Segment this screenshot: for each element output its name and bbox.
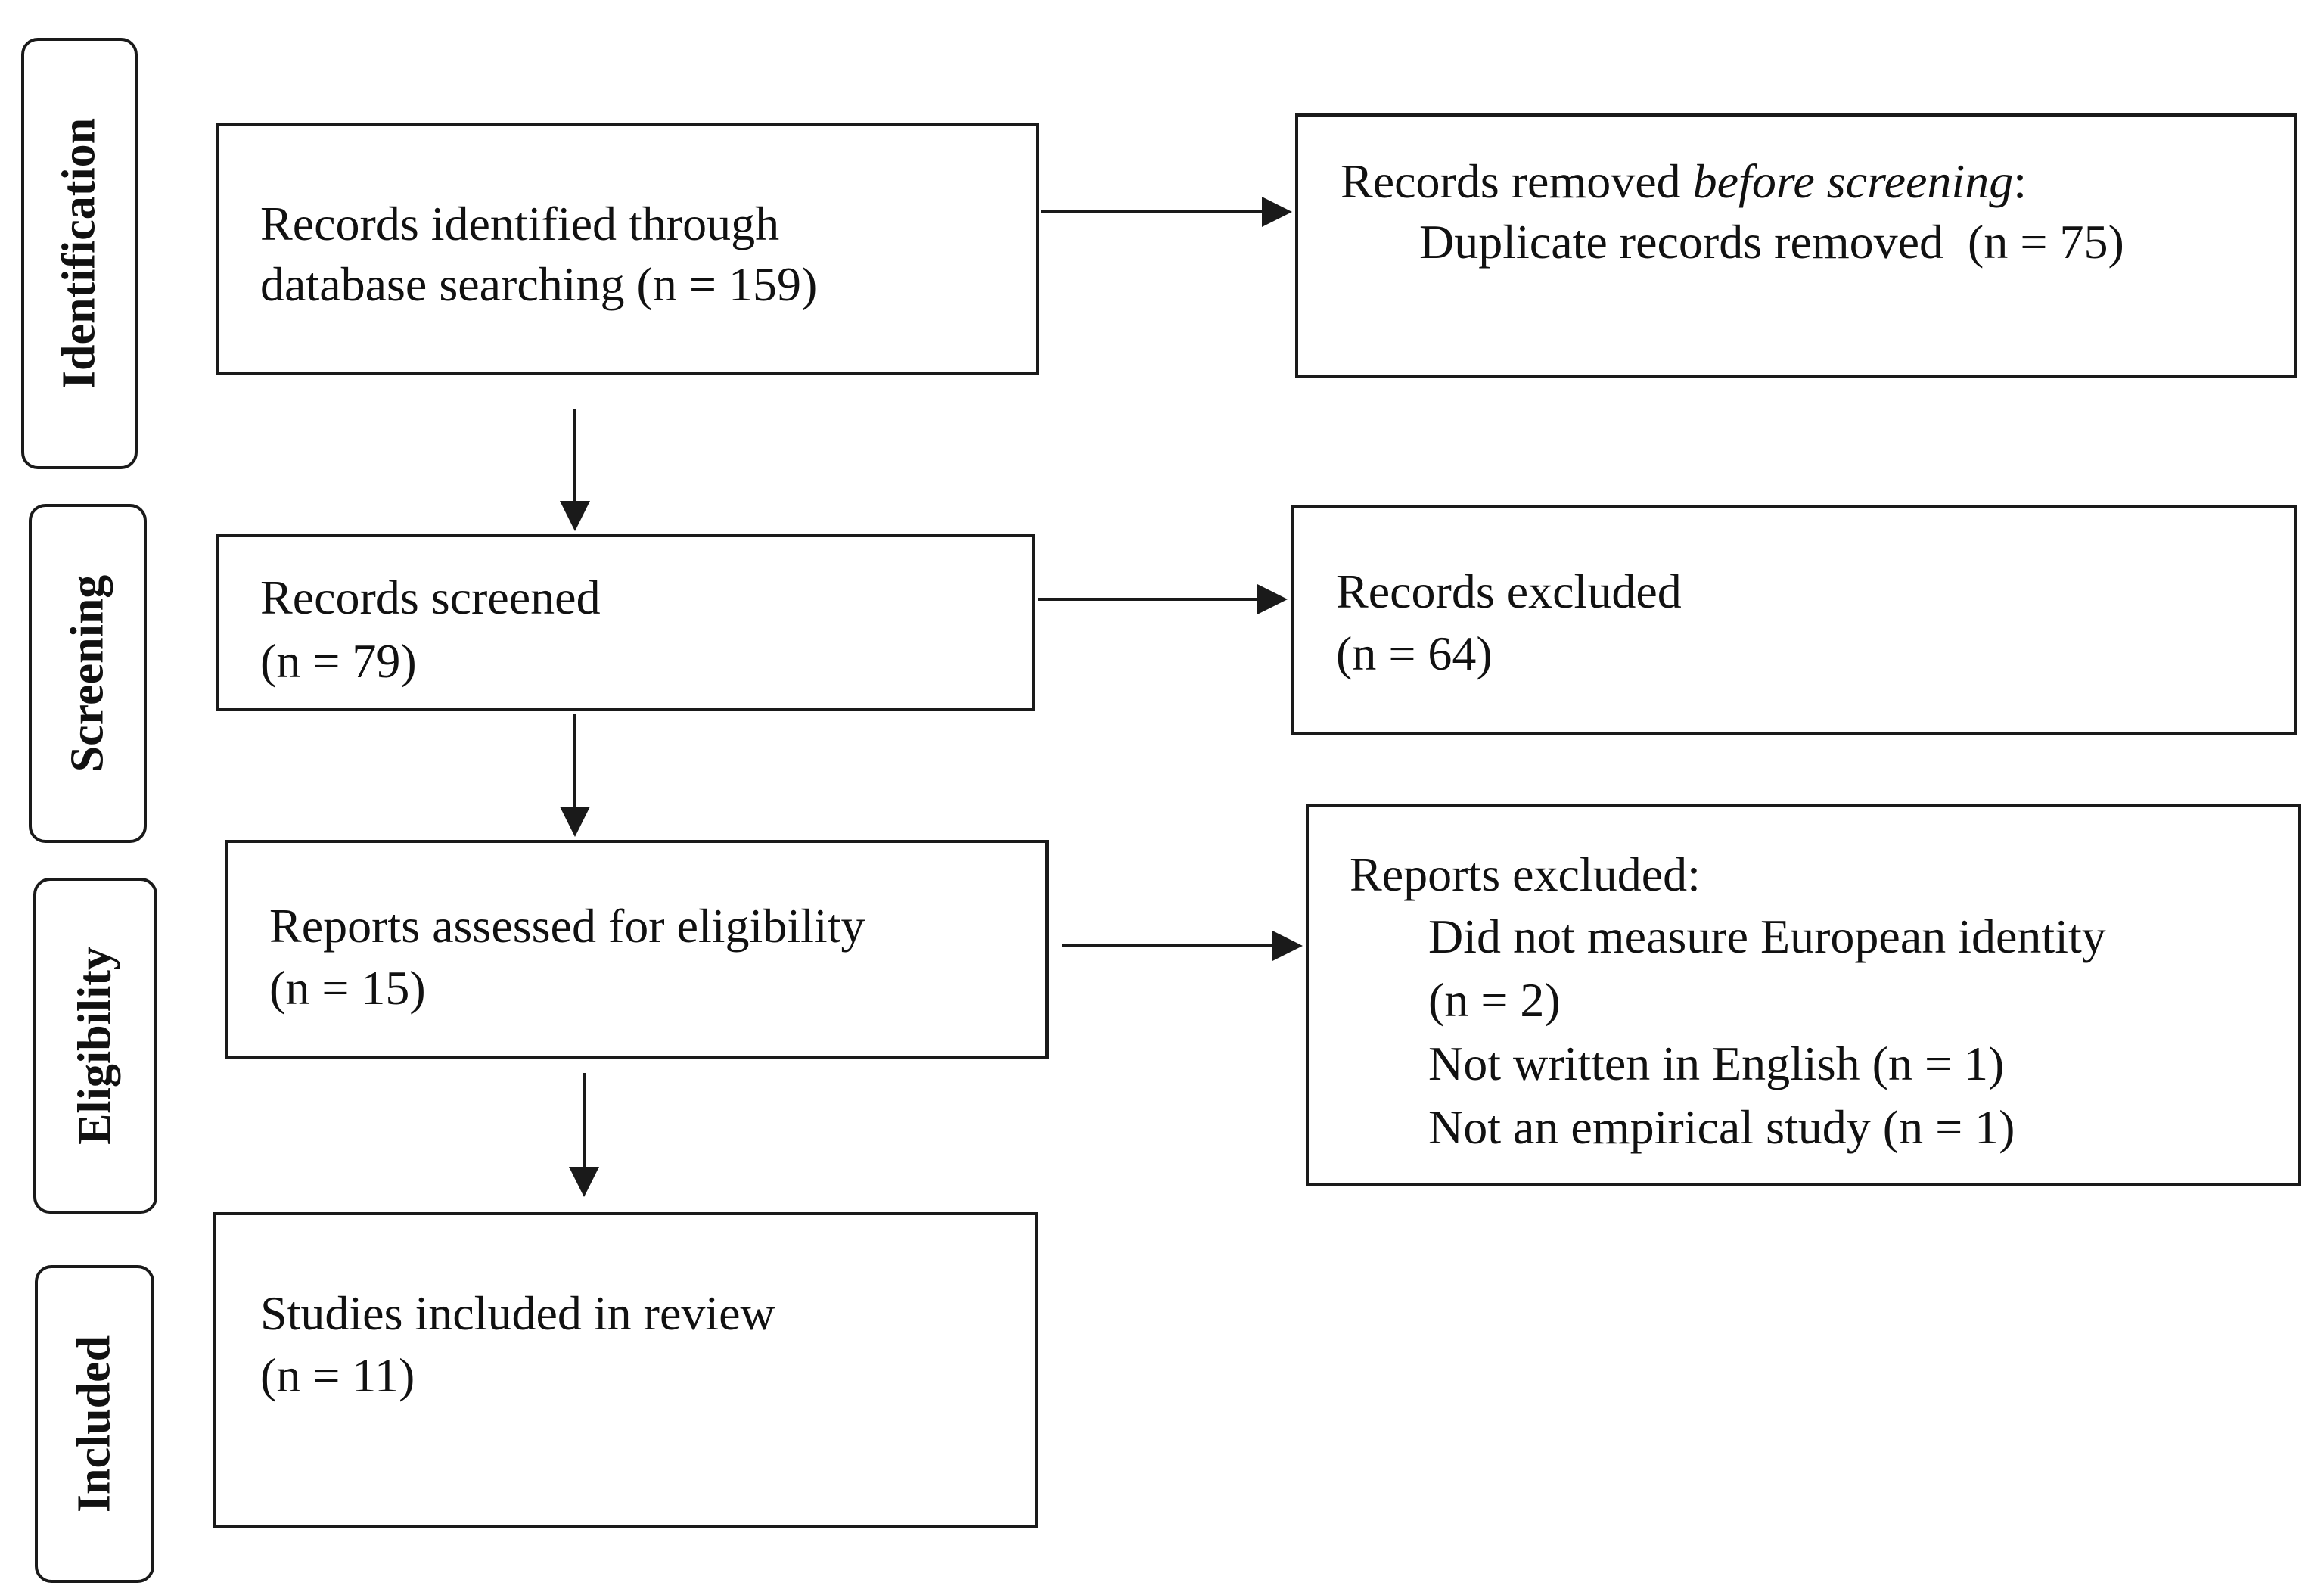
reports-excluded-reason: (n = 2) (1428, 973, 1561, 1027)
stage-screening: Screening (29, 504, 147, 843)
studies-included-box: Studies included in review (n = 11) (213, 1212, 1038, 1528)
records-excluded-line2: (n = 64) (1336, 627, 1493, 680)
records-removed-prefix: Records removed (1341, 154, 1693, 208)
reports-excluded-title: Reports excluded: (1350, 847, 1701, 901)
reports-excluded-reason: Did not measure European identity (1428, 909, 2106, 963)
reports-assessed-line2: (n = 15) (269, 961, 426, 1015)
records-removed-emphasis: before screening (1692, 154, 2014, 208)
studies-included-line2: (n = 11) (260, 1348, 415, 1402)
records-screened-line2: (n = 79) (260, 634, 417, 688)
reports-excluded-reason: Not written in English (n = 1) (1428, 1037, 2005, 1090)
records-identified-line1: Records identified through (260, 197, 780, 250)
reports-excluded-reason: Not an empirical study (n = 1) (1428, 1100, 2015, 1154)
records-removed-suffix: : (2013, 154, 2027, 208)
studies-included-line1: Studies included in review (260, 1286, 775, 1340)
duplicates-removed-line: Duplicate records removed (n = 75) (1419, 215, 2124, 269)
records-identified-line2: database searching (n = 159) (260, 257, 818, 311)
records-screened-box: Records screened (n = 79) (216, 534, 1035, 711)
stage-included: Included (35, 1265, 154, 1583)
reports-assessed-box: Reports assessed for eligibility (n = 15… (225, 840, 1049, 1059)
records-excluded-line1: Records excluded (1336, 564, 1682, 618)
stage-eligibility: Eligibility (33, 878, 157, 1214)
records-removed-heading: Records removed before screening: (1341, 150, 2027, 213)
reports-excluded-box: Reports excluded: Did not measure Europe… (1306, 804, 2301, 1186)
records-identified-box: Records identified through database sear… (216, 123, 1039, 375)
records-screened-line1: Records screened (260, 571, 601, 624)
reports-assessed-line1: Reports assessed for eligibility (269, 899, 865, 953)
records-excluded-box: Records excluded (n = 64) (1291, 505, 2297, 735)
records-removed-box: Records removed before screening: Duplic… (1295, 113, 2297, 378)
stage-identification: Identification (21, 38, 138, 469)
